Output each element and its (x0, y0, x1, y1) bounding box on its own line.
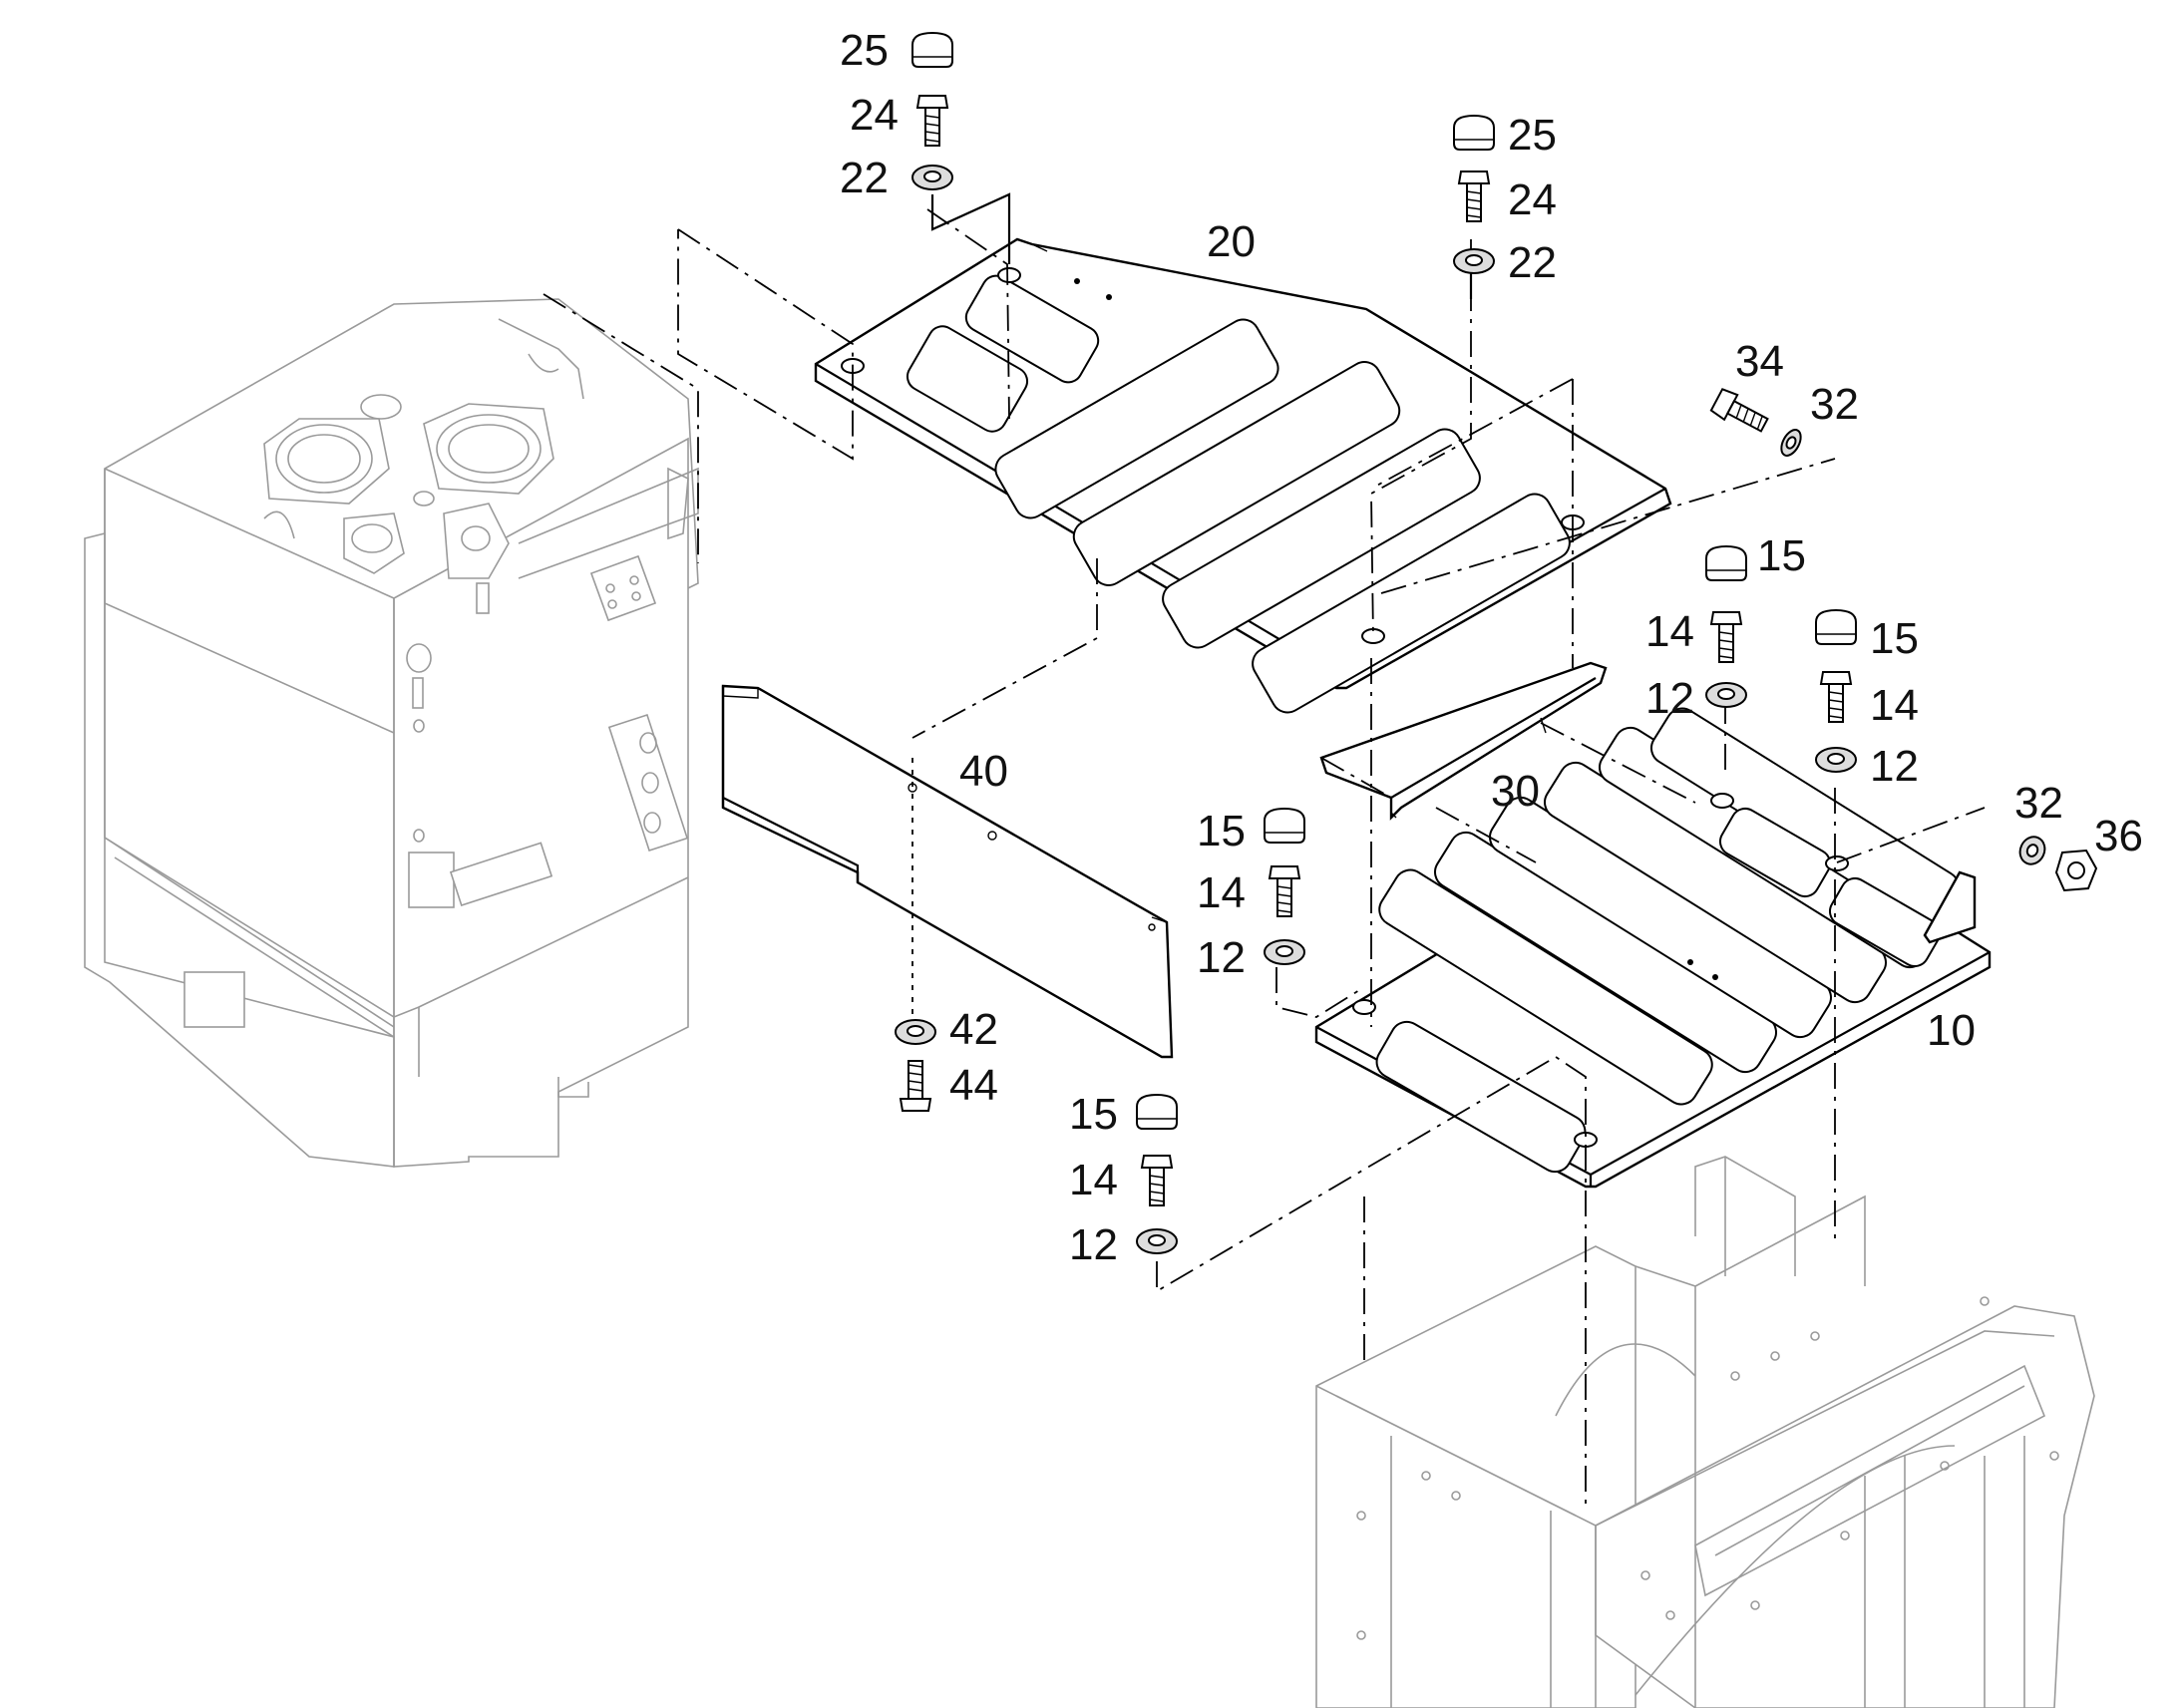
callout-14: 14 (1069, 1156, 1118, 1204)
callout-34: 34 (1735, 337, 1784, 386)
callout-12: 12 (1069, 1220, 1118, 1269)
callout-22: 22 (1508, 238, 1557, 287)
callout-32: 32 (2014, 779, 2063, 828)
callout-42: 42 (949, 1005, 998, 1054)
washer-icon (1705, 682, 1747, 708)
right-frame-assembly (1315, 1156, 2095, 1708)
side-panel (721, 684, 1174, 1059)
callout-15: 15 (1197, 807, 1246, 855)
hardware (895, 32, 2097, 1254)
callout-24: 24 (1508, 175, 1557, 224)
washer-icon (1780, 429, 1802, 457)
callout-22: 22 (840, 154, 889, 202)
washer-icon (895, 1019, 936, 1045)
hex-bolt-icon (1269, 865, 1300, 917)
hex-bolt-icon (1458, 171, 1490, 222)
callout-14: 14 (1870, 681, 1919, 730)
cap-plug-icon (1136, 1094, 1178, 1130)
support-bracket (1319, 661, 1608, 821)
callout-32: 32 (1810, 380, 1859, 429)
callout-40: 40 (959, 747, 1008, 796)
callout-12: 12 (1870, 742, 1919, 791)
callout-12: 12 (1197, 933, 1246, 982)
washer-icon (2018, 836, 2046, 865)
washer-icon (911, 165, 953, 190)
washer-icon (1264, 939, 1305, 965)
callout-15: 15 (1870, 614, 1919, 663)
cap-plug-icon (1264, 808, 1305, 844)
cap-plug-icon (1453, 115, 1495, 151)
callout-44: 44 (949, 1061, 998, 1110)
washer-icon (1453, 248, 1495, 274)
callout-24: 24 (850, 91, 899, 140)
callout-10: 10 (1927, 1006, 1976, 1055)
hex-bolt-icon (1820, 671, 1852, 723)
left-frame-assembly (84, 298, 699, 1168)
callout-14: 14 (1645, 607, 1694, 656)
upper-cover-plate (814, 237, 1672, 714)
callout-15: 15 (1757, 531, 1806, 580)
callout-36: 36 (2094, 812, 2143, 860)
hex-bolt-icon (1141, 1155, 1173, 1206)
callout-14: 14 (1197, 868, 1246, 917)
cap-plug-icon (1815, 609, 1857, 645)
callout-25: 25 (840, 26, 889, 75)
assembly-lines (543, 208, 1986, 1506)
cap-plug-icon (911, 32, 953, 68)
lower-cover-plate (1314, 707, 1992, 1189)
washer-icon (1815, 747, 1857, 773)
callout-12: 12 (1645, 674, 1694, 723)
callout-15: 15 (1069, 1090, 1118, 1139)
callouts: 25 24 22 25 24 22 20 34 32 15 14 12 15 1… (840, 26, 2143, 1269)
callout-30: 30 (1491, 767, 1540, 816)
callout-25: 25 (1508, 111, 1557, 160)
cap-plug-icon (1705, 545, 1747, 581)
hex-nut-icon (2055, 850, 2097, 891)
hex-bolt-icon (1709, 388, 1769, 433)
washer-icon (1136, 1228, 1178, 1254)
hex-bolt-icon (916, 95, 948, 147)
hex-bolt-icon (1710, 611, 1742, 663)
callout-20: 20 (1207, 217, 1256, 266)
hex-bolt-icon (900, 1060, 931, 1112)
